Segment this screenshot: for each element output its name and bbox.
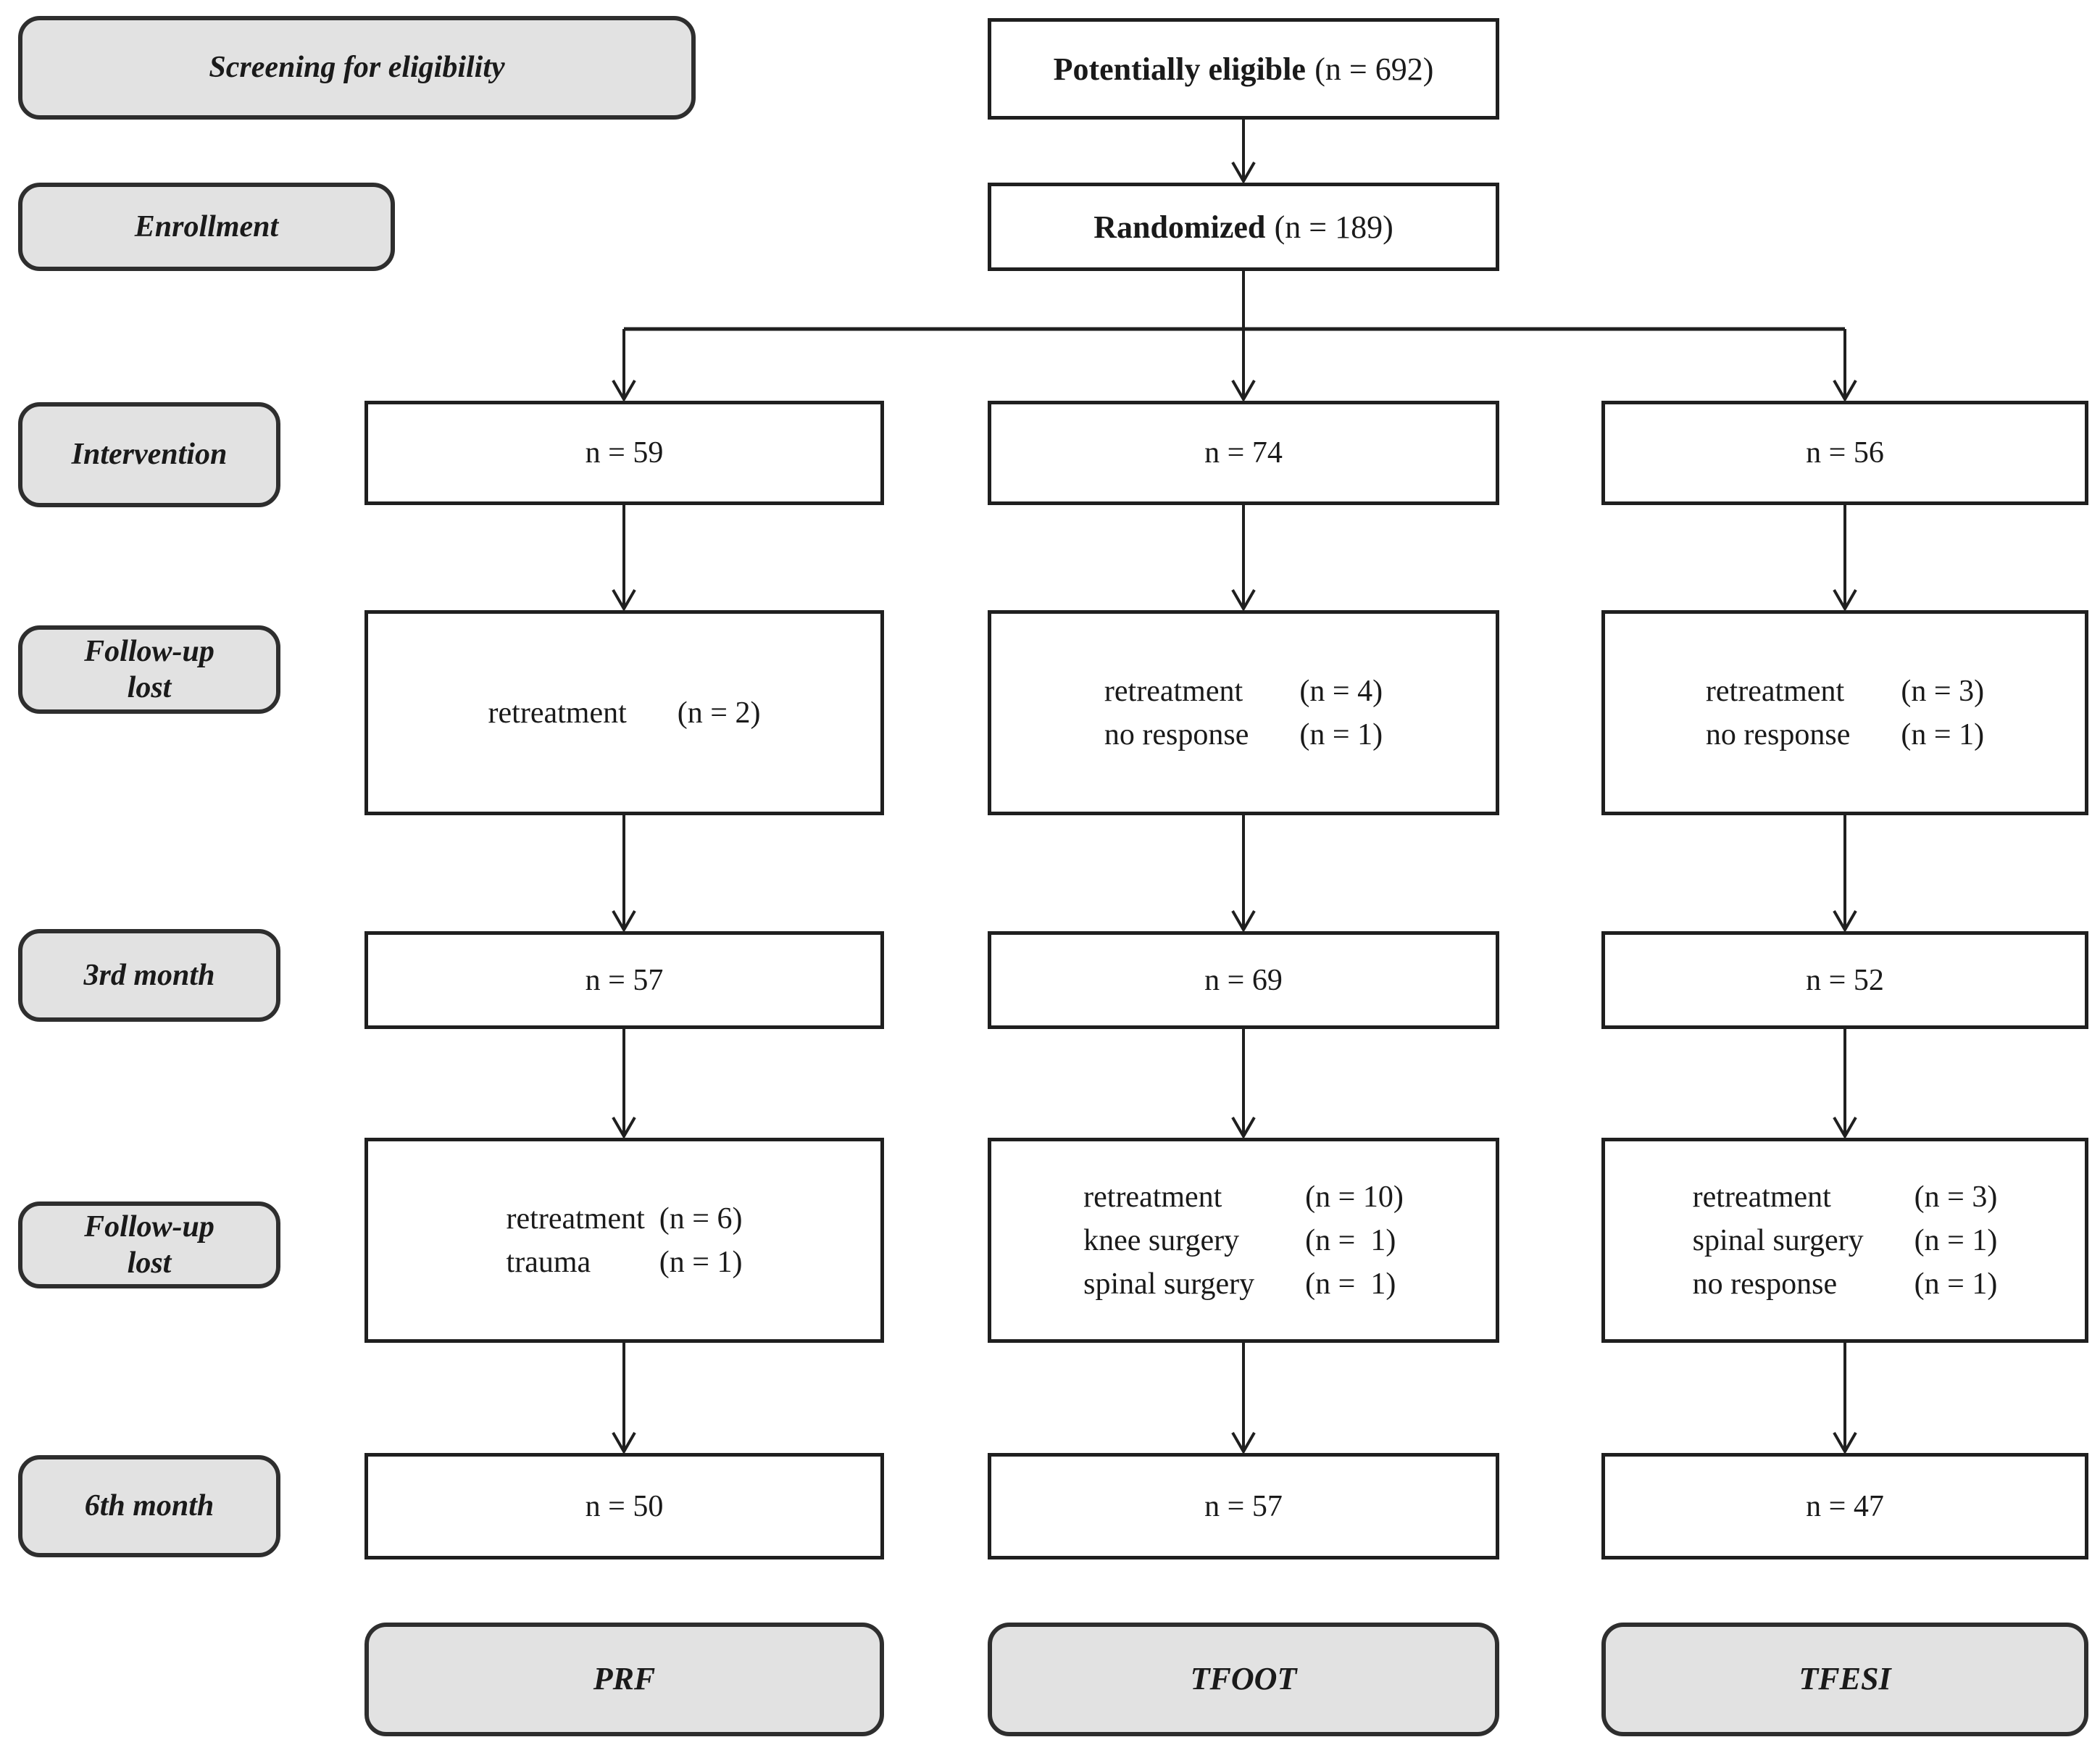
followup-lost2-box-prf: retreatment (n = 6) trauma (n = 1) [364,1138,884,1343]
reason-text: retreatment [1705,674,1845,708]
followup-lost1-box-prf: retreatment (n = 2) [364,610,884,815]
followup-reason-row: retreatment (n = 3) [1706,670,1984,713]
third-month-n-box-tfesi: n = 52 [1601,931,2088,1029]
stage-label-intervention: Intervention [18,402,280,507]
randomized-n: (n = 189) [1274,209,1393,245]
followup-reason-row: retreatment (n = 2) [488,691,761,735]
reason-n: (n = 1) [1299,717,1383,751]
stage-label-enrollment: Enrollment [18,183,395,271]
reason-n: (n = 2) [677,696,761,730]
reason-n: (n = 1) [1914,1223,1998,1257]
potentially-eligible-box: Potentially eligible(n = 692) [988,18,1499,120]
reason-text: spinal surgery [1083,1267,1255,1301]
followup-reason-row: no response (n = 1) [1706,713,1984,757]
followup-lost2-box-tfoot: retreatment (n = 10) knee surgery (n = 1… [988,1138,1499,1343]
reason-text: trauma [506,1245,591,1279]
stage-label-followup-lost-1: Follow-up lost [18,625,280,714]
followup-lost2-box-tfesi: retreatment (n = 3) spinal surgery (n = … [1601,1138,2088,1343]
reason-text: retreatment [1083,1180,1222,1214]
followup-lost1-box-tfesi: retreatment (n = 3) no response (n = 1) [1601,610,2088,815]
sixth-month-n-box-prf: n = 50 [364,1453,884,1559]
reason-n: (n = 1) [1901,717,1985,751]
stage-label-screening: Screening for eligibility [18,16,696,120]
sixth-month-n-box-tfoot: n = 57 [988,1453,1499,1559]
third-month-n-box-prf: n = 57 [364,931,884,1029]
reason-n: (n = 1) [1305,1223,1396,1257]
reason-text: retreatment [488,696,627,730]
followup-reason-row: trauma (n = 1) [507,1241,743,1284]
followup-reason-row: retreatment (n = 3) [1693,1175,1998,1219]
reason-n: (n = 1) [1305,1267,1396,1301]
intervention-n-box-tfesi: n = 56 [1601,401,2088,505]
arm-label-prf: PRF [364,1623,884,1736]
intervention-n-box-prf: n = 59 [364,401,884,505]
stage-label-6th-month: 6th month [18,1455,280,1557]
followup-reason-row: spinal surgery (n = 1) [1083,1262,1404,1306]
stage-label-3rd-month: 3rd month [18,929,280,1022]
followup-lost1-box-tfoot: retreatment (n = 4) no response (n = 1) [988,610,1499,815]
reason-text: no response [1104,717,1249,751]
intervention-n-box-tfoot: n = 74 [988,401,1499,505]
stage-label-followup-lost-2: Follow-up lost [18,1201,280,1288]
third-month-n-box-tfoot: n = 69 [988,931,1499,1029]
reason-text: no response [1692,1267,1838,1301]
reason-text: no response [1705,717,1851,751]
reason-n: (n = 6) [659,1201,743,1236]
arm-label-tfoot: TFOOT [988,1623,1499,1736]
reason-text: retreatment [1104,674,1243,708]
reason-n: (n = 4) [1299,674,1383,708]
sixth-month-n-box-tfesi: n = 47 [1601,1453,2088,1559]
reason-text: knee surgery [1083,1223,1240,1257]
reason-text: retreatment [1692,1180,1831,1214]
randomized-box: Randomized(n = 189) [988,183,1499,271]
randomized-label: Randomized [1093,209,1266,245]
reason-text: retreatment [506,1201,645,1236]
reason-n: (n = 3) [1914,1180,1998,1214]
reason-n: (n = 3) [1901,674,1985,708]
arm-label-tfesi: TFESI [1601,1623,2088,1736]
followup-reason-row: retreatment (n = 10) [1083,1175,1404,1219]
followup-reason-row: no response (n = 1) [1693,1262,1998,1306]
potentially-eligible-label: Potentially eligible [1053,51,1306,87]
followup-reason-row: spinal surgery (n = 1) [1693,1219,1998,1262]
followup-reason-row: retreatment (n = 4) [1104,670,1383,713]
reason-n: (n = 1) [659,1245,743,1279]
reason-n: (n = 10) [1305,1180,1404,1214]
potentially-eligible-n: (n = 692) [1314,51,1434,87]
followup-reason-row: no response (n = 1) [1104,713,1383,757]
followup-reason-row: retreatment (n = 6) [507,1197,743,1241]
reason-text: spinal surgery [1692,1223,1864,1257]
reason-n: (n = 1) [1914,1267,1998,1301]
followup-reason-row: knee surgery (n = 1) [1083,1219,1404,1262]
